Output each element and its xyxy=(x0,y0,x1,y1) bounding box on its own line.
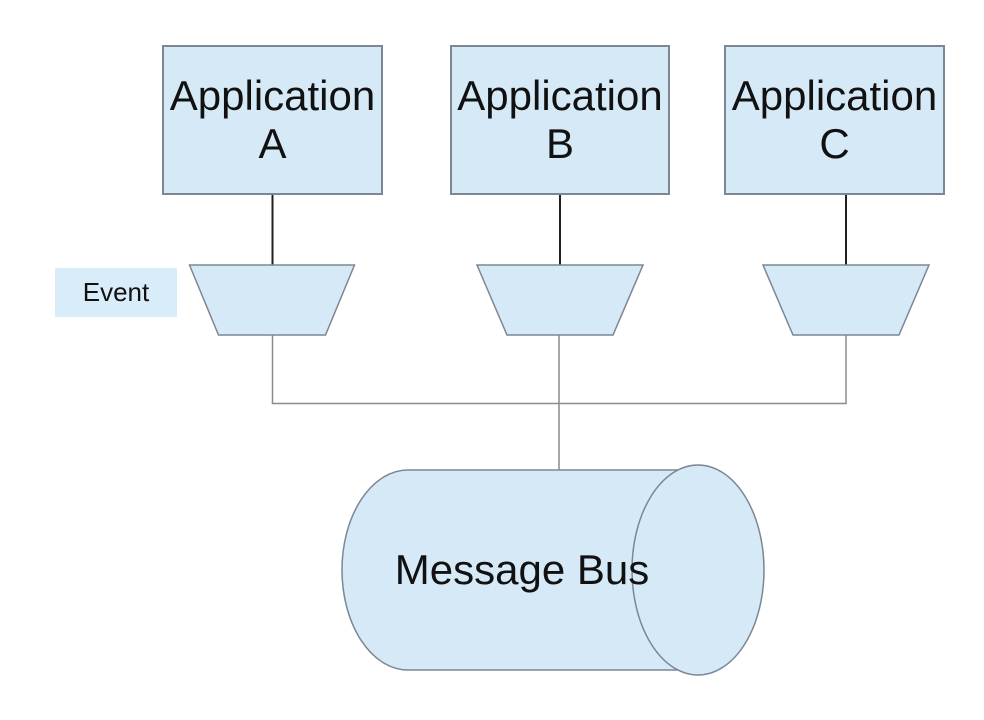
event-trapezoid-a xyxy=(188,264,356,336)
application-b-label: Application B xyxy=(457,71,663,167)
application-a-box: Application A xyxy=(162,45,383,195)
event-label-text: Event xyxy=(82,277,150,307)
event-trapezoid-c xyxy=(761,264,931,336)
message-bus-cylinder-end-cap xyxy=(631,464,765,676)
event-trapezoid-b xyxy=(475,264,645,336)
application-b-box: Application B xyxy=(450,45,670,195)
message-bus-cylinder-body xyxy=(341,469,699,671)
application-c-label: Application C xyxy=(731,71,938,167)
application-c-box: Application C xyxy=(724,45,945,195)
event-label: Event xyxy=(55,268,177,317)
message-bus-cylinder xyxy=(341,464,765,676)
application-a-label: Application A xyxy=(169,71,376,167)
